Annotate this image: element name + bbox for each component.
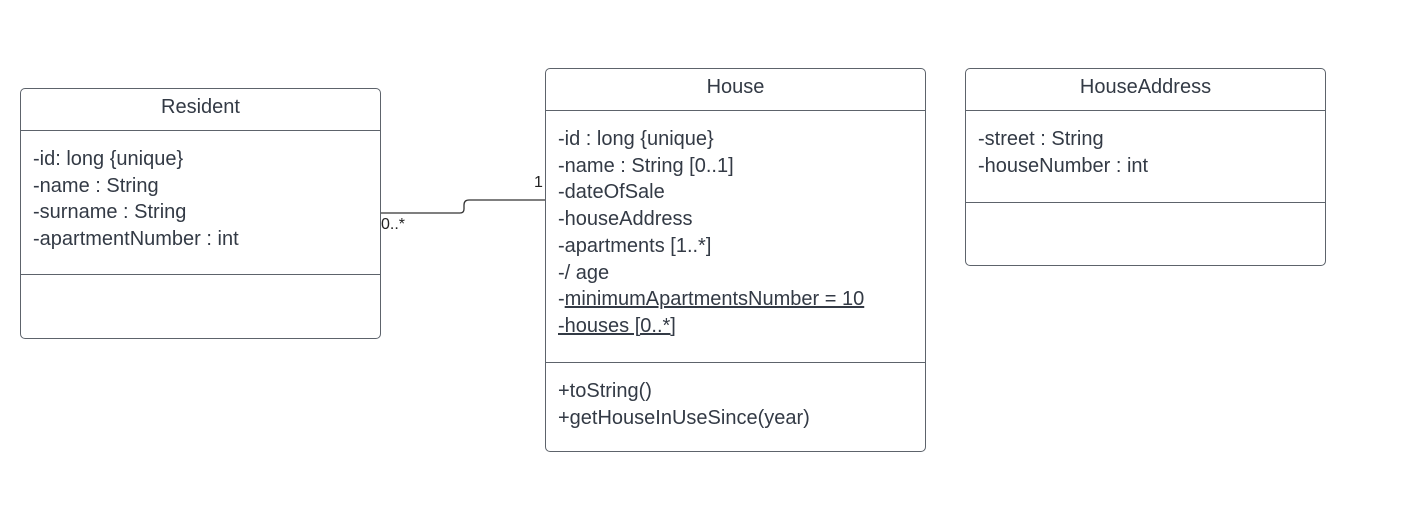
operation: +toString() <box>558 380 652 402</box>
static-attribute: -houses [0..*] <box>558 314 676 337</box>
static-attribute: -minimumApartmentsNumber = 10 <box>558 286 913 313</box>
attribute: -apartmentNumber : int <box>33 228 239 251</box>
attribute: -name : String <box>33 174 159 197</box>
class-resident[interactable]: Resident -id: long {unique} -name : Stri… <box>20 88 381 339</box>
attribute: -surname : String <box>33 201 187 224</box>
attribute: -id: long {unique} <box>33 148 184 170</box>
operations-compartment: +toString() +getHouseInUseSince(year) <box>546 363 925 431</box>
class-name: HouseAddress <box>966 69 1325 111</box>
class-name: Resident <box>21 89 380 131</box>
attributes-compartment: -id: long {unique} -name : String -surna… <box>21 131 380 275</box>
house-multiplicity-label: 1 <box>534 174 543 191</box>
attribute: -houseAddress <box>558 208 693 231</box>
attribute: -name : String [0..1] <box>558 154 734 177</box>
attributes-compartment: -id : long {unique} -name : String [0..1… <box>546 111 925 363</box>
attribute: -street : String <box>978 128 1104 150</box>
static-attribute-prefix: - <box>558 288 565 311</box>
attribute: -/ age <box>558 261 610 284</box>
attribute: -apartments [1..*] <box>558 234 712 257</box>
class-name: House <box>546 69 925 111</box>
class-house[interactable]: House -id : long {unique} -name : String… <box>545 68 926 452</box>
operation: +getHouseInUseSince(year) <box>558 406 810 429</box>
association-line <box>381 199 545 214</box>
attribute: -dateOfSale <box>558 181 665 204</box>
attribute: -houseNumber : int <box>978 154 1149 177</box>
attribute: -id : long {unique} <box>558 128 714 150</box>
class-houseaddress[interactable]: HouseAddress -street : String -houseNumb… <box>965 68 1326 266</box>
resident-multiplicity-label: 0..* <box>381 216 406 233</box>
static-attribute-text: minimumApartmentsNumber = 10 <box>564 288 865 311</box>
attributes-compartment: -street : String -houseNumber : int <box>966 111 1325 203</box>
